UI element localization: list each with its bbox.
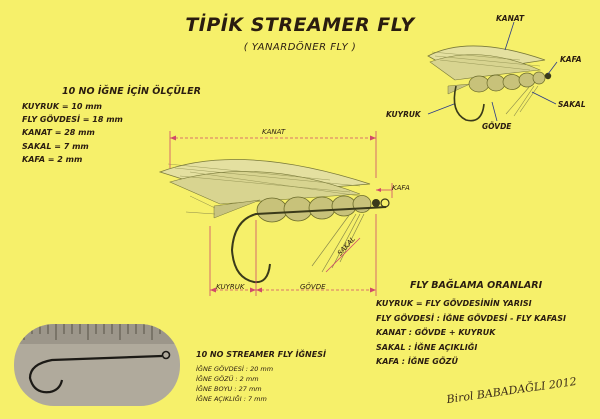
main-label-kafa: KAFA xyxy=(392,184,410,192)
ratio-sakal: SAKAL : İĞNE AÇIKLIĞI xyxy=(376,342,478,352)
ratio-govde: FLY GÖVDESİ : İĞNE GÖVDESİ - FLY KAFASI xyxy=(376,313,566,323)
hook-photo-detail xyxy=(14,324,180,406)
dimensions-list: KUYRUK = 10 mm FLY GÖVDESİ = 18 mm KANAT… xyxy=(22,100,123,166)
top-label-govde: GÖVDE xyxy=(482,122,512,131)
dimension-govde: FLY GÖVDESİ = 18 mm xyxy=(22,115,123,125)
top-label-kanat: KANAT xyxy=(496,14,525,23)
top-fly xyxy=(427,45,552,122)
dimension-kanat: KANAT = 28 mm xyxy=(22,128,95,138)
ratios-heading: FLY BAĞLAMA ORANLARI xyxy=(410,280,543,291)
dimension-sakal: SAKAL = 7 mm xyxy=(22,141,89,151)
hook-boy: İĞNE BOYU : 27 mm xyxy=(196,385,262,393)
hook-goz: İĞNE GÖZÜ : 2 mm xyxy=(196,375,259,383)
top-fly-leaders xyxy=(427,21,558,122)
diagram-title: TİPİK STREAMER FLY xyxy=(185,14,415,36)
main-fly-dimensions xyxy=(169,131,393,296)
main-fly xyxy=(158,159,390,284)
main-label-govde: GÖVDE xyxy=(300,283,326,291)
hook-aciklik: İĞNE AÇIKLIĞI : 7 mm xyxy=(196,395,267,403)
dimensions-heading: 10 NO İĞNE İÇİN ÖLÇÜLER xyxy=(62,86,201,97)
ratios-list: KUYRUK = FLY GÖVDESİNİN YARISI FLY GÖVDE… xyxy=(376,297,566,370)
dimension-kafa: KAFA = 2 mm xyxy=(22,154,83,164)
ratio-kanat: KANAT : GÖVDE + KUYRUK xyxy=(376,328,496,337)
dimension-arrows xyxy=(170,135,381,293)
hook-govde: İĞNE GÖVDESİ : 20 mm xyxy=(196,365,274,373)
hook-photo xyxy=(12,322,182,408)
diagram-subtitle: ( YANARDÖNER FLY ) xyxy=(243,42,357,53)
hook-list: İĞNE GÖVDESİ : 20 mm İĞNE GÖZÜ : 2 mm İĞ… xyxy=(196,364,273,404)
top-label-sakal: SAKAL xyxy=(558,100,586,109)
dimension-kuyruk: KUYRUK = 10 mm xyxy=(22,102,102,111)
top-label-kafa: KAFA xyxy=(560,55,582,64)
hook-heading: 10 NO STREAMER FLY İĞNESİ xyxy=(196,350,326,359)
main-label-kuyruk: KUYRUK xyxy=(216,283,245,291)
main-label-kanat: KANAT xyxy=(262,128,286,136)
top-label-kuyruk: KUYRUK xyxy=(386,110,421,119)
ratio-kuyruk: KUYRUK = FLY GÖVDESİNİN YARISI xyxy=(376,299,532,308)
ratio-kafa: KAFA : İĞNE GÖZÜ xyxy=(376,357,458,366)
